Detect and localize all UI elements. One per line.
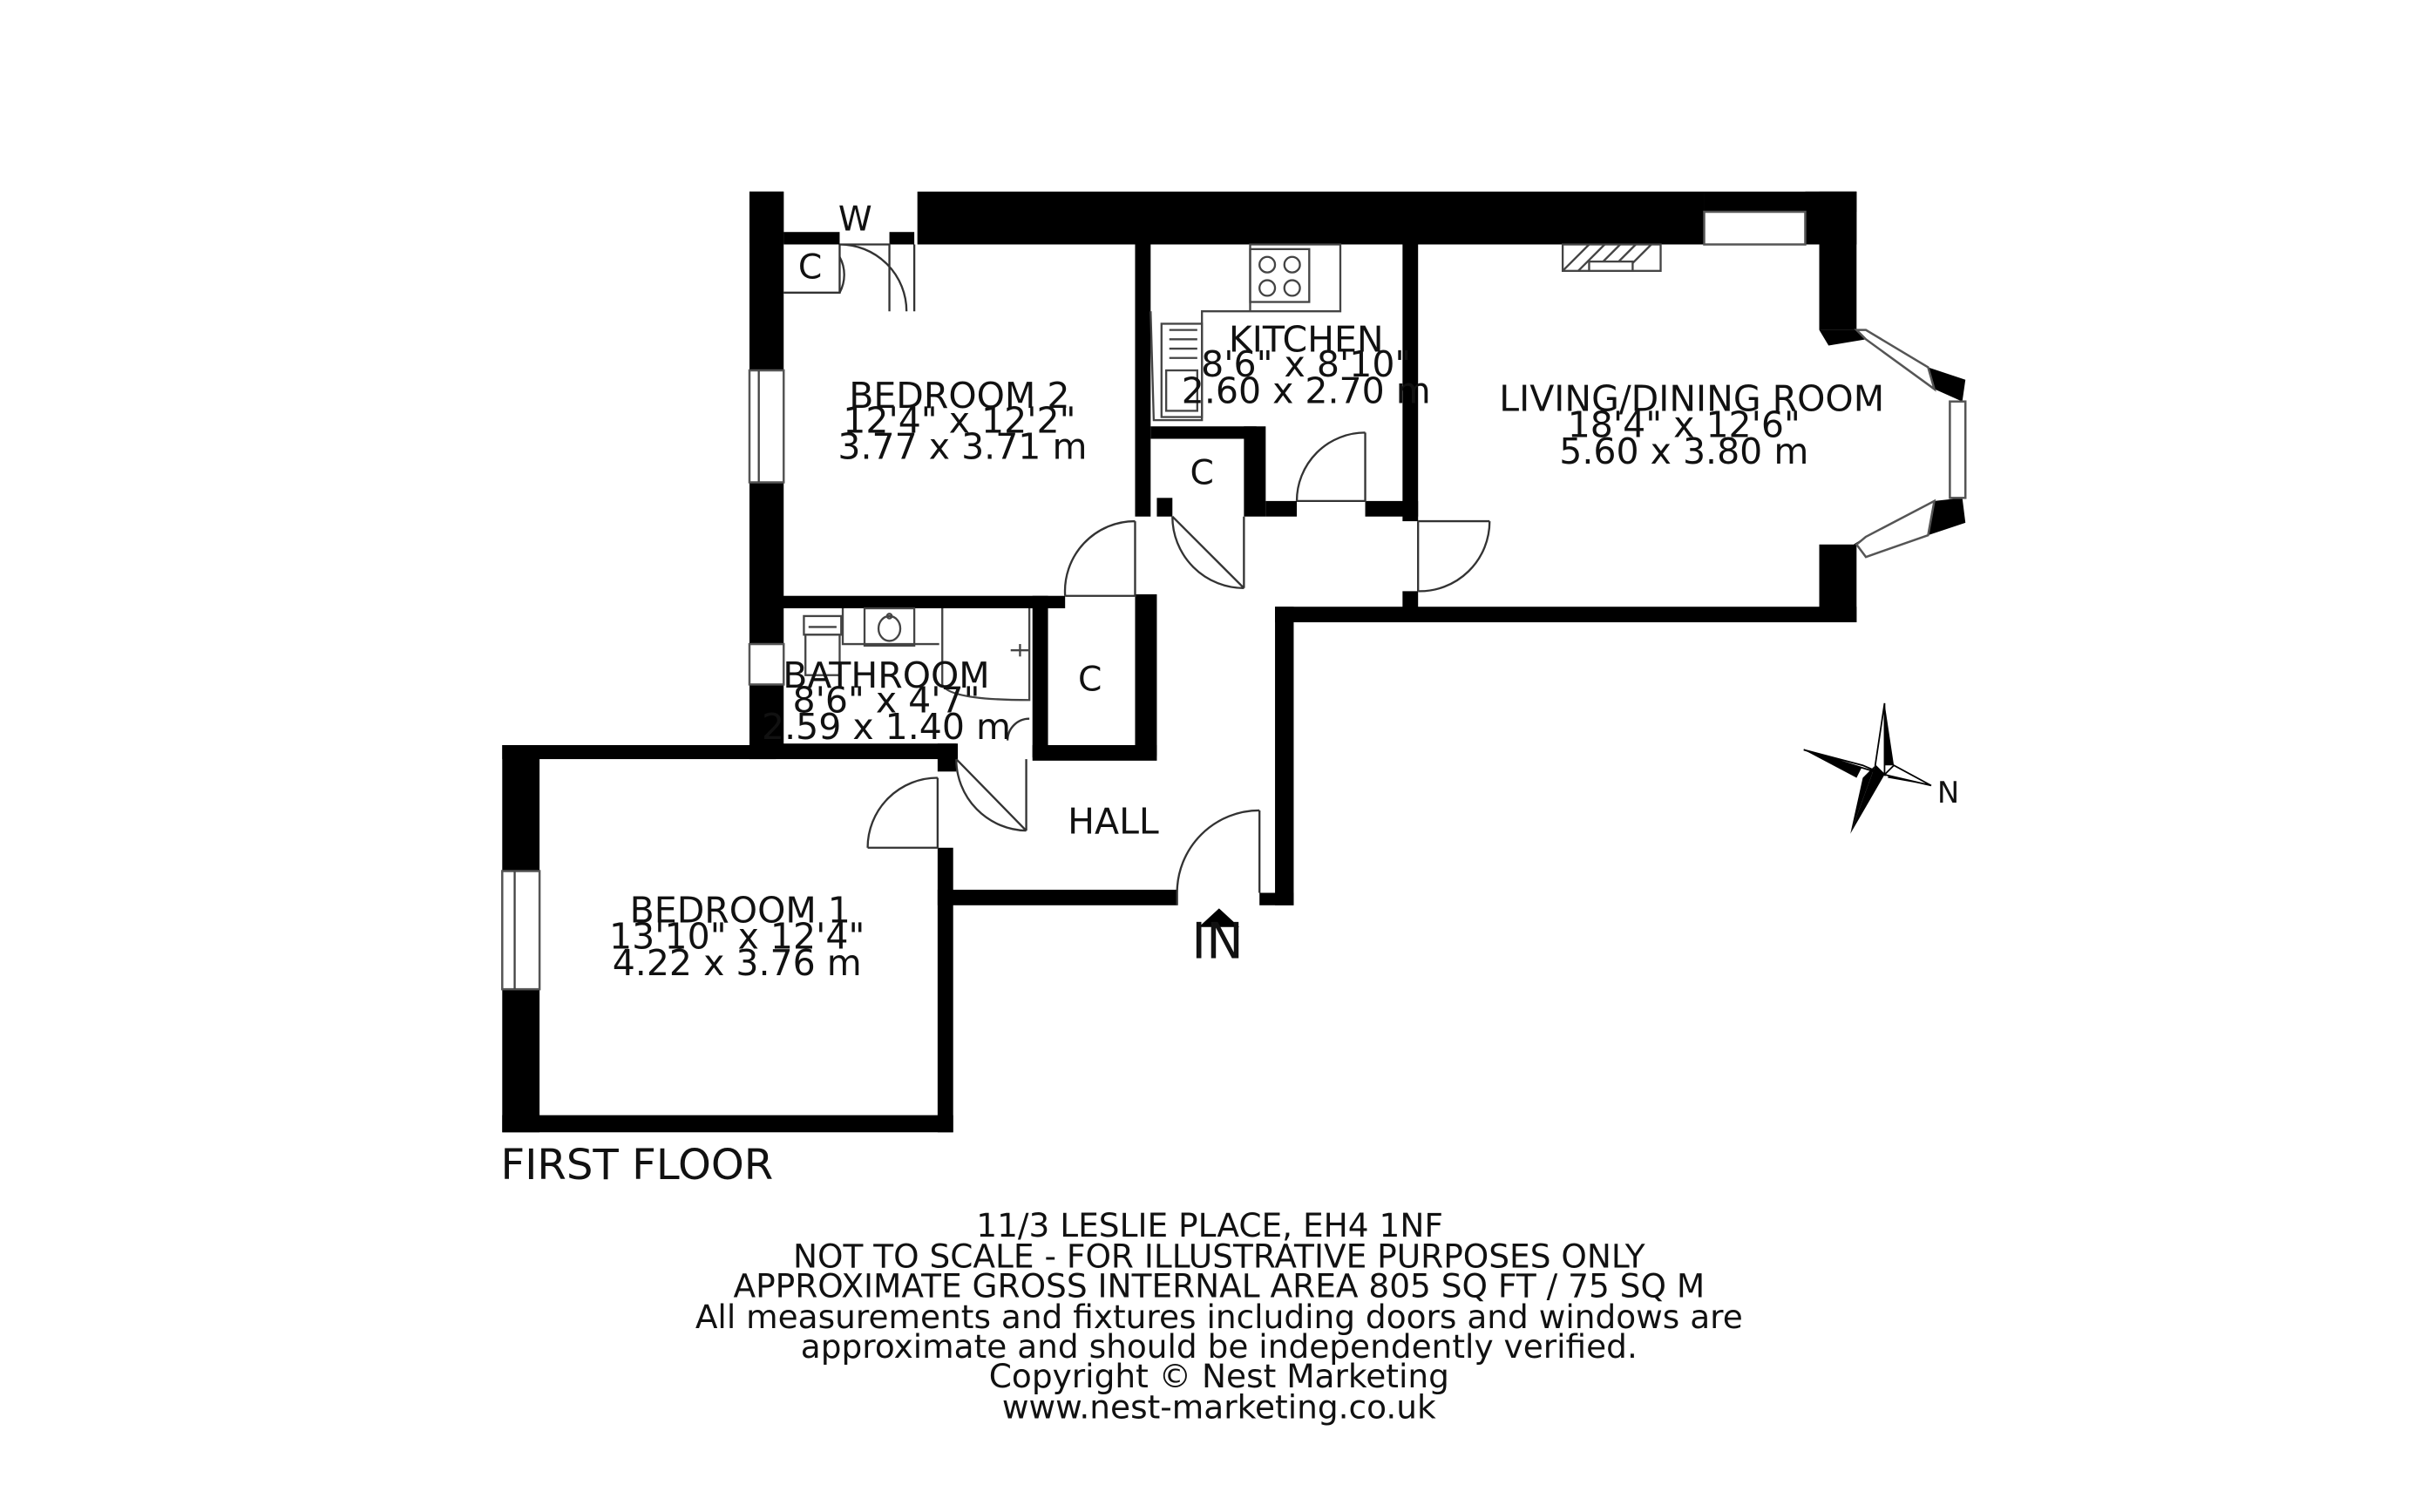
bedroom-1-label: BEDROOM 1 13'10" x 12'4" 4.22 x 3.76 m — [609, 889, 865, 984]
bedroom-2-name: BEDROOM 2 — [849, 375, 1069, 417]
bathroom-imperial: 8'6" x 4'7" — [792, 680, 980, 722]
footer-area: APPROXIMATE GROSS INTERNAL AREA 805 SQ F… — [733, 1266, 1705, 1305]
footer-disclaimer-1: All measurements and fixtures including … — [695, 1298, 1743, 1336]
hob-icon — [1249, 247, 1311, 303]
bedroom-2-label: BEDROOM 2 12'4" x 12'2" 3.77 x 3.71 m — [838, 375, 1087, 468]
living-dining-metric: 5.60 x 3.80 m — [1559, 431, 1808, 472]
bedroom-1-name: BEDROOM 1 — [630, 889, 851, 931]
footer-address: 11/3 LESLIE PLACE, EH4 1NF — [976, 1206, 1443, 1244]
compass-icon — [1803, 702, 1932, 834]
shower-icon — [941, 608, 1031, 702]
entrance-label: IN — [1191, 912, 1244, 970]
cupboard-label-kitchen: C — [1190, 453, 1213, 492]
cupboard-label-hall: C — [1078, 661, 1102, 700]
bedroom-1-imperial: 13'10" x 12'4" — [609, 916, 865, 958]
fireplace-icon — [1561, 243, 1662, 272]
kitchen-imperial: 8'6" x 8'10" — [1201, 343, 1411, 385]
bathroom-metric: 2.59 x 1.40 m — [762, 706, 1011, 748]
doors — [783, 243, 1491, 905]
footer-disclaimer-2: approximate and should be independently … — [801, 1327, 1638, 1366]
windows — [501, 210, 1967, 991]
basin-icon — [863, 607, 916, 647]
bedroom-2-imperial: 12'4" x 12'2" — [843, 399, 1075, 441]
fixtures — [803, 243, 1662, 702]
entrance-arrow-icon — [1198, 908, 1240, 927]
living-dining-label: LIVING/DINING ROOM 18'4" x 12'6" 5.60 x … — [1499, 377, 1884, 472]
hall-label: HALL — [1068, 801, 1159, 843]
toilet-icon — [803, 614, 843, 676]
north-label: N — [1937, 776, 1959, 810]
floor-name: FIRST FLOOR — [501, 1141, 774, 1190]
bathroom-label: BATHROOM 8'6" x 4'7" 2.59 x 1.40 m — [762, 654, 1011, 748]
living-dining-imperial: 18'4" x 12'6" — [1568, 404, 1800, 446]
bedroom-1-metric: 4.22 x 3.76 m — [613, 942, 862, 984]
kitchen-metric: 2.60 x 2.70 m — [1182, 370, 1431, 411]
living-dining-name: LIVING/DINING ROOM — [1499, 377, 1884, 419]
footer-scale-note: NOT TO SCALE - FOR ILLUSTRATIVE PURPOSES… — [793, 1237, 1645, 1276]
wardrobe-label: W — [838, 200, 872, 239]
footer-notes: 11/3 LESLIE PLACE, EH4 1NF NOT TO SCALE … — [695, 1206, 1743, 1427]
kitchen-label: KITCHEN 8'6" x 8'10" 2.60 x 2.70 m — [1182, 319, 1431, 412]
walls — [502, 191, 1966, 1133]
cupboard-label-bedroom: C — [798, 248, 822, 288]
bathroom-name: BATHROOM — [783, 654, 989, 696]
footer-copyright: Copyright © Nest Marketing — [989, 1357, 1449, 1395]
kitchen-name: KITCHEN — [1229, 319, 1384, 361]
kitchen-sink-icon — [1160, 322, 1204, 418]
bedroom-2-metric: 3.77 x 3.71 m — [838, 426, 1087, 468]
footer-website: www.nest-marketing.co.uk — [1002, 1388, 1436, 1427]
